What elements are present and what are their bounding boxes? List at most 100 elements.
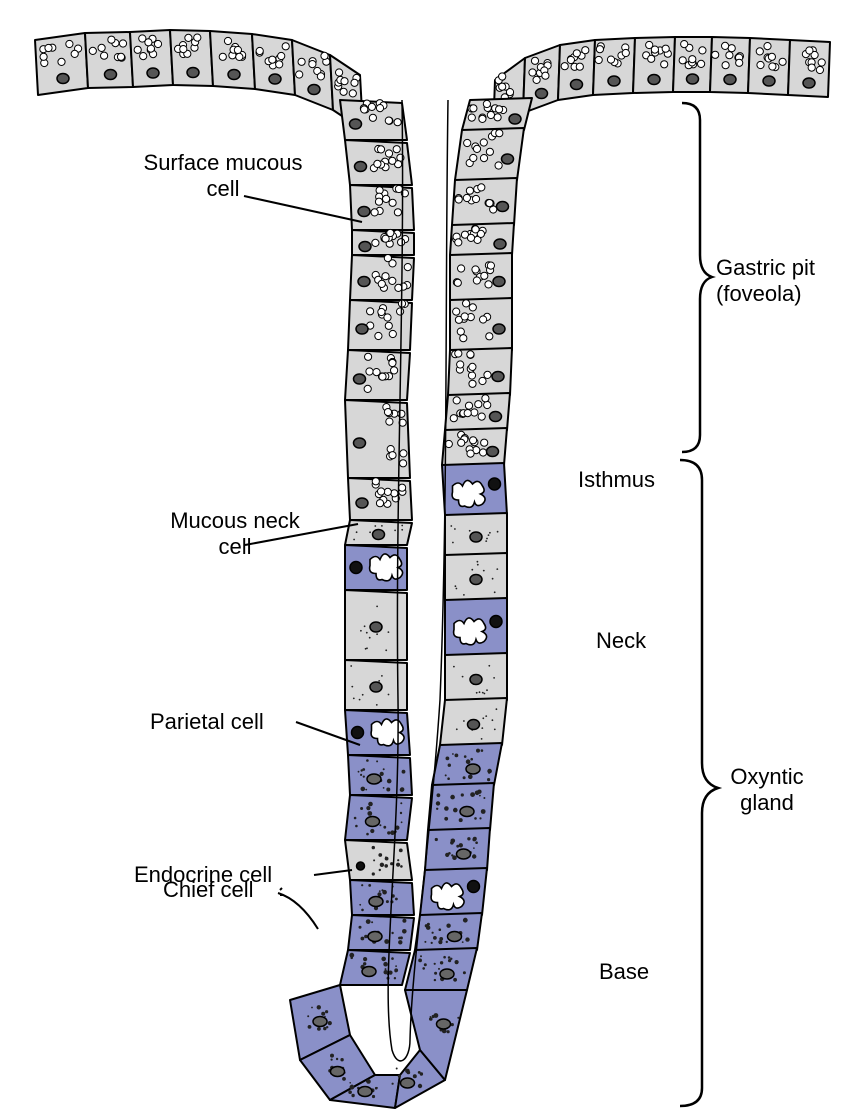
cytoplasm-granule — [486, 538, 488, 540]
cell-nucleus — [490, 616, 502, 628]
cytoplasm-granule — [361, 909, 364, 912]
cytoplasm-granule — [463, 594, 465, 596]
cytoplasm-granule — [401, 821, 403, 823]
cytoplasm-granule — [399, 849, 403, 853]
cytoplasm-granule — [483, 797, 485, 799]
cytoplasm-granule — [385, 968, 387, 970]
mucin-granule — [378, 488, 385, 495]
cytoplasm-granule — [479, 691, 481, 693]
mucin-granule — [398, 239, 405, 246]
mucin-granule — [726, 52, 733, 59]
cytoplasm-granule — [390, 830, 395, 835]
mucin-granule — [296, 71, 303, 78]
cytoplasm-granule — [457, 1017, 459, 1019]
mucin-granule — [533, 76, 540, 83]
cytoplasm-granule — [328, 1021, 332, 1025]
mucin-granule — [117, 53, 124, 60]
cytoplasm-granule — [351, 686, 353, 688]
mucin-granule — [400, 450, 407, 457]
cytoplasm-granule — [448, 956, 451, 959]
mucin-granule — [561, 63, 568, 70]
cytoplasm-granule — [435, 838, 438, 841]
mucin-granule — [460, 335, 467, 342]
cytoplasm-granule — [376, 633, 378, 635]
mucin-granule — [450, 415, 457, 422]
chief-leader — [278, 888, 318, 929]
cytoplasm-granule — [359, 926, 362, 929]
cytoplasm-granule — [311, 1007, 313, 1009]
cytoplasm-granule — [379, 824, 381, 826]
cytoplasm-granule — [454, 528, 456, 530]
mucin-granule — [399, 484, 406, 491]
mucin-granule — [567, 56, 574, 63]
cell-nucleus — [437, 1019, 451, 1029]
cytoplasm-granule — [432, 932, 434, 934]
cell-nucleus — [608, 76, 620, 86]
cytoplasm-granule — [394, 530, 396, 532]
cytoplasm-granule — [365, 789, 367, 791]
gastric-pit-label-line1: Gastric pit — [716, 255, 815, 281]
mucin-granule — [479, 377, 486, 384]
cytoplasm-granule — [442, 1030, 444, 1032]
mucin-granule — [769, 63, 776, 70]
mucin-granule — [374, 160, 381, 167]
mucin-granule — [379, 373, 386, 380]
cytoplasm-granule — [439, 928, 442, 931]
mucin-granule — [393, 146, 400, 153]
cell-nucleus — [308, 85, 320, 95]
cytoplasm-granule — [453, 978, 457, 982]
cytoplasm-granule — [394, 970, 397, 973]
cytoplasm-granule — [384, 864, 388, 868]
cell-nucleus — [359, 242, 371, 252]
cytoplasm-granule — [366, 833, 369, 836]
cell-nucleus — [358, 207, 370, 217]
mucin-granule — [385, 117, 392, 124]
cytoplasm-granule — [402, 919, 406, 923]
mucin-granule — [351, 79, 358, 86]
mucin-granule — [391, 490, 398, 497]
cell-nucleus — [331, 1067, 345, 1077]
cell-nucleus — [497, 202, 509, 212]
mucin-granule — [699, 47, 706, 54]
cytoplasm-granule — [481, 727, 483, 729]
cytoplasm-granule — [376, 606, 378, 608]
cytoplasm-granule — [453, 808, 458, 813]
cytoplasm-granule — [445, 774, 447, 776]
surface-mucous-label-line2: cell — [108, 176, 338, 202]
mucin-granule — [466, 187, 473, 194]
cytoplasm-granule — [401, 529, 403, 531]
mucin-granule — [469, 380, 476, 387]
mucin-granule — [45, 44, 52, 51]
cytoplasm-granule — [398, 1075, 401, 1078]
cytoplasm-granule — [340, 1058, 343, 1061]
mucin-granule — [384, 255, 391, 262]
cytoplasm-granule — [388, 694, 390, 696]
mucin-granule — [382, 235, 389, 242]
cytoplasm-granule — [391, 932, 393, 934]
cell-nucleus — [187, 68, 199, 78]
mucin-granule — [467, 234, 474, 241]
mucin-granule — [256, 47, 263, 54]
cytoplasm-granule — [372, 872, 375, 875]
cytoplasm-granule — [350, 665, 352, 667]
cytoplasm-granule — [381, 525, 383, 527]
cytoplasm-granule — [394, 977, 396, 979]
cell-nucleus — [457, 849, 471, 859]
cytoplasm-granule — [396, 863, 400, 867]
mucin-granule — [681, 41, 688, 48]
cytoplasm-granule — [455, 585, 457, 587]
cytoplasm-granule — [474, 817, 477, 820]
mucin-granule — [679, 57, 686, 64]
mucin-granule — [722, 62, 729, 69]
mucin-granule — [376, 500, 383, 507]
cell-nucleus — [509, 114, 521, 124]
cytoplasm-granule — [317, 1027, 321, 1031]
cytoplasm-granule — [317, 1005, 321, 1009]
mucin-granule — [483, 100, 490, 107]
mucin-granule — [378, 280, 385, 287]
mucin-granule — [496, 130, 503, 137]
cytoplasm-granule — [380, 772, 384, 776]
cytoplasm-granule — [374, 525, 376, 527]
mucin-granule — [463, 194, 470, 201]
cell-nucleus — [269, 74, 281, 84]
